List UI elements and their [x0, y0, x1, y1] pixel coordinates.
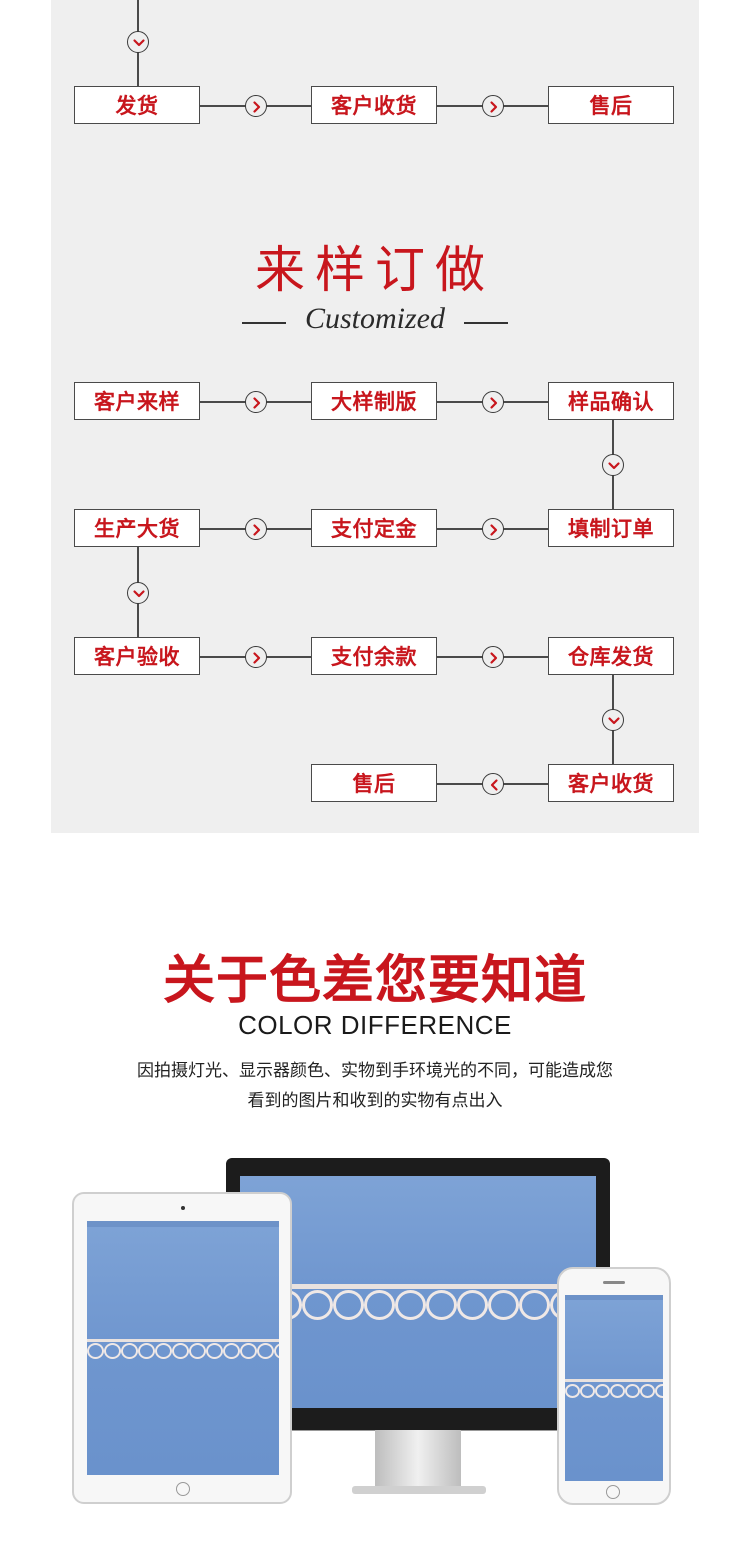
phone-screen: [565, 1295, 663, 1481]
custom-section-subtitle: Customized: [304, 302, 445, 335]
step-customer-inspect: 客户验收: [74, 637, 200, 675]
chevron-right-circle-icon: [482, 391, 504, 413]
chevron-right-circle-icon: [245, 391, 267, 413]
step-ship: 发货: [74, 86, 200, 124]
chevron-down-circle-icon: [127, 582, 149, 604]
tablet-device: [72, 1192, 292, 1504]
chevron-down-circle-icon: [602, 454, 624, 476]
chevron-right-circle-icon: [482, 646, 504, 668]
step-sample-pattern: 大样制版: [311, 382, 437, 420]
step-warehouse-ship: 仓库发货: [548, 637, 674, 675]
chevron-right-circle-icon: [482, 95, 504, 117]
tablet-home-button: [176, 1482, 190, 1496]
subtitle-dash-left: [242, 322, 286, 324]
step-customer-receive: 客户收货: [548, 764, 674, 802]
step-customer-receive: 客户收货: [311, 86, 437, 124]
subtitle-dash-right: [464, 322, 508, 324]
step-after-sales: 售后: [311, 764, 437, 802]
color-difference-desc-line1: 因拍摄灯光、显示器颜色、实物到手环境光的不同，可能造成您: [137, 1061, 613, 1081]
step-after-sales: 售后: [548, 86, 674, 124]
custom-section-title: 来样订做: [255, 241, 495, 299]
step-mass-production: 生产大货: [74, 509, 200, 547]
phone-speaker: [603, 1281, 625, 1284]
step-pay-deposit: 支付定金: [311, 509, 437, 547]
chevron-right-circle-icon: [482, 518, 504, 540]
chevron-right-circle-icon: [245, 518, 267, 540]
chevron-down-circle-icon: [602, 709, 624, 731]
chevron-left-circle-icon: [482, 773, 504, 795]
step-fill-order: 填制订单: [548, 509, 674, 547]
phone-home-button: [606, 1485, 620, 1499]
tablet-camera: [181, 1206, 185, 1210]
chevron-right-circle-icon: [245, 646, 267, 668]
step-pay-balance: 支付余款: [311, 637, 437, 675]
chevron-down-circle-icon: [127, 31, 149, 53]
chevron-right-circle-icon: [245, 95, 267, 117]
color-difference-desc-line2: 看到的图片和收到的实物有点出入: [247, 1091, 503, 1111]
step-sample-confirm: 样品确认: [548, 382, 674, 420]
monitor-screen: [240, 1176, 596, 1408]
monitor-base: [352, 1486, 486, 1494]
step-customer-sample: 客户来样: [74, 382, 200, 420]
tablet-screen: [87, 1221, 279, 1475]
color-difference-subtitle: COLOR DIFFERENCE: [238, 1010, 512, 1040]
phone-device: [557, 1267, 671, 1505]
devices-illustration: [0, 1150, 750, 1559]
monitor-neck: [375, 1430, 461, 1488]
color-difference-title: 关于色差您要知道: [162, 951, 587, 1011]
